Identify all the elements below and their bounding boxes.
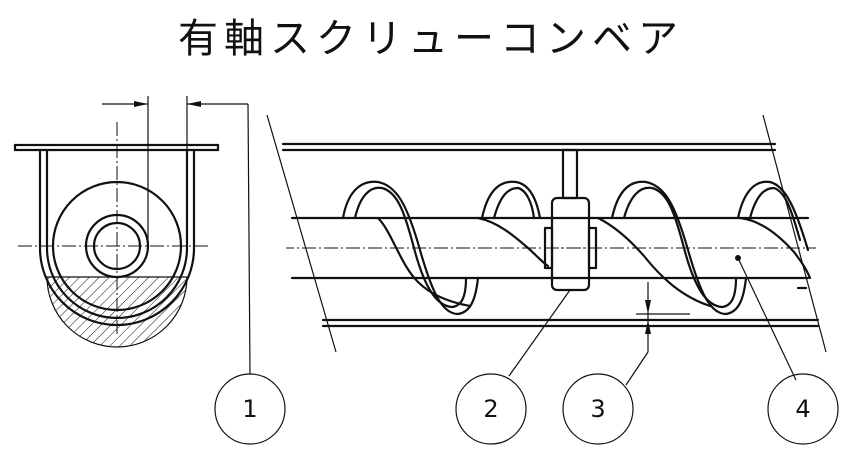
screw-flight — [596, 180, 748, 316]
callout-2-number: 2 — [483, 395, 498, 423]
callout-3-number: 3 — [590, 395, 605, 423]
callout-1-number: 1 — [242, 395, 257, 423]
trough-cross-section — [13, 96, 251, 375]
screw-flight — [736, 180, 812, 280]
callout-3: 3 — [562, 373, 634, 445]
callout-1: 1 — [214, 373, 286, 445]
callout-4: 4 — [767, 373, 839, 445]
callout-2: 2 — [455, 373, 527, 445]
screw-flight — [476, 180, 550, 268]
screw-flight — [341, 180, 480, 316]
hanger-bearing — [543, 148, 598, 292]
screw-side-view — [266, 114, 827, 386]
diagram-title: 有軸スクリューコンベア — [178, 16, 684, 62]
callout-4-number: 4 — [795, 395, 810, 423]
